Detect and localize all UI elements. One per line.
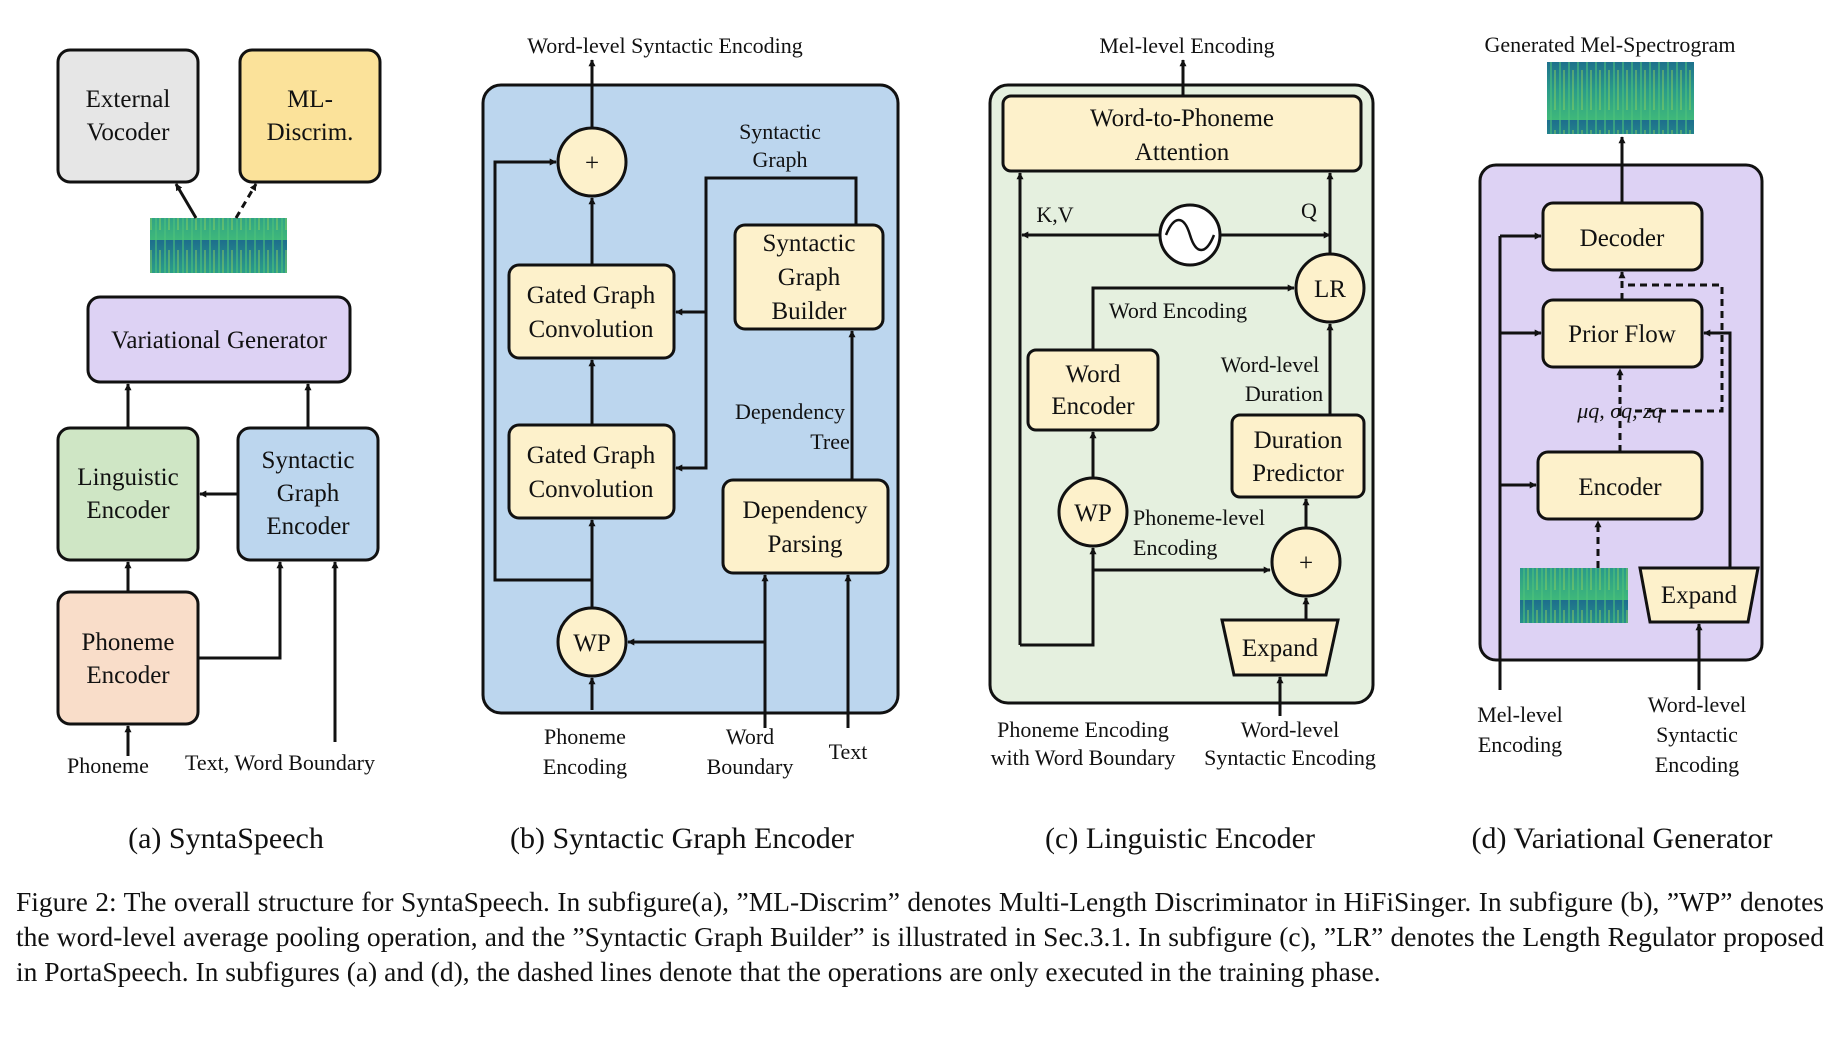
b-syntactic-graph-label-1: Syntactic [739, 119, 821, 144]
graph-builder-label-2: Graph [778, 264, 841, 291]
decoder-box [1541, 201, 1704, 272]
b-dependency-tree-label-1: Dependency [735, 399, 845, 424]
c-duration-label-1: Word-level [1221, 352, 1319, 377]
prior-flow-label: Prior Flow [1568, 321, 1676, 348]
c-word-encoding-label: Word Encoding [1109, 298, 1247, 323]
lr-node [1294, 252, 1366, 324]
graph-builder-box [733, 223, 885, 331]
c-q-label: Q [1301, 198, 1317, 223]
spectrogram-a [150, 218, 287, 273]
linguistic-encoder-label-2: Encoder [86, 497, 170, 524]
sge-label-2: Graph [277, 480, 340, 507]
c-kv-label: K,V [1036, 202, 1073, 227]
c-input-phoneme-1: Phoneme Encoding [997, 717, 1169, 742]
variational-generator-box [86, 295, 352, 384]
linguistic-encoder-label-1: Linguistic [77, 464, 178, 491]
d-output-label: Generated Mel-Spectrogram [1484, 32, 1735, 57]
syntaspeech-diagram: External Vocoder ML- Discrim. Variationa… [56, 32, 1773, 855]
b-wp-label: WP [573, 630, 611, 657]
b-input-phoneme-1: Phoneme [544, 724, 626, 749]
subfigure-b: Word-level Syntactic Encoding + Syntacti… [481, 33, 900, 855]
phoneme-encoder-label-1: Phoneme [81, 629, 174, 656]
c-input-syntactic-1: Word-level [1241, 717, 1339, 742]
c-duration-label-2: Duration [1245, 381, 1323, 406]
figure-caption: Figure 2: The overall structure for Synt… [16, 886, 1824, 987]
external-vocoder-box [56, 48, 200, 184]
sge-label-1: Syntactic [261, 447, 354, 474]
word-encoder-label-1: Word [1066, 361, 1121, 388]
caption-b: (b) Syntactic Graph Encoder [510, 822, 854, 855]
word-encoder-box [1026, 348, 1160, 432]
c-wp-label: WP [1074, 500, 1112, 527]
b-plus-symbol: + [585, 150, 599, 177]
c-plus-symbol: + [1299, 550, 1313, 577]
ml-discrim-box [238, 48, 382, 184]
c-phoneme-level-label-2: Encoding [1133, 535, 1217, 560]
ml-discrim-label-2: Discrim. [267, 119, 354, 146]
attention-label-2: Attention [1135, 139, 1230, 166]
ggc-top-box [507, 263, 676, 360]
b-plus-node [556, 126, 628, 198]
duration-predictor-label-2: Predictor [1252, 460, 1344, 487]
caption-a: (a) SyntaSpeech [128, 822, 324, 855]
ggc-bottom-label-2: Convolution [528, 476, 654, 503]
duration-predictor-label-1: Duration [1254, 427, 1343, 454]
graph-builder-label-3: Builder [772, 298, 848, 325]
d-input-syntactic-3: Encoding [1655, 752, 1739, 777]
phoneme-encoder-box [56, 590, 200, 726]
d-input-syntactic-1: Word-level [1648, 692, 1746, 717]
spectrogram-d-input [1520, 568, 1628, 623]
dependency-parsing-label-2: Parsing [768, 531, 844, 558]
caption-d: (d) Variational Generator [1472, 822, 1773, 855]
d-input-mel-2: Encoding [1478, 732, 1562, 757]
c-expand-trapezoid [1220, 618, 1340, 677]
input-phoneme: Phoneme [67, 753, 149, 778]
decoder-label: Decoder [1580, 225, 1665, 252]
graph-builder-label-1: Syntactic [762, 230, 855, 257]
ggc-bottom-label-1: Gated Graph [527, 442, 656, 469]
subfigure-c: Mel-level Encoding Word-to-Phoneme Atten… [988, 33, 1376, 855]
c-expand-label: Expand [1242, 635, 1319, 662]
spectrogram-d-output [1547, 62, 1694, 134]
b-input-word-2: Boundary [707, 754, 794, 779]
word-encoder-label-2: Encoder [1051, 393, 1135, 420]
input-text-word-boundary: Text, Word Boundary [185, 750, 375, 775]
b-input-text: Text [829, 739, 868, 764]
ggc-top-label-2: Convolution [528, 316, 654, 343]
lr-label: LR [1314, 276, 1346, 303]
variational-generator-label: Variational Generator [111, 327, 328, 354]
c-input-syntactic-2: Syntactic Encoding [1204, 745, 1376, 770]
d-expand-trapezoid [1638, 566, 1760, 624]
caption-c: (c) Linguistic Encoder [1045, 822, 1315, 855]
linguistic-encoder-box [56, 426, 200, 562]
subfigure-d: Generated Mel-Spectrogram Decoder Prior … [1472, 32, 1773, 855]
b-input-word-1: Word [726, 724, 774, 749]
external-vocoder-label-2: Vocoder [87, 119, 171, 146]
b-output-label: Word-level Syntactic Encoding [527, 33, 803, 58]
duration-predictor-box [1230, 413, 1366, 499]
c-input-phoneme-2: with Word Boundary [991, 745, 1176, 770]
b-dependency-tree-label-2: Tree [810, 429, 850, 454]
b-input-phoneme-2: Encoding [543, 754, 627, 779]
d-encoder-label: Encoder [1578, 474, 1662, 501]
ml-discrim-label-1: ML- [287, 86, 333, 113]
phoneme-encoder-label-2: Encoder [86, 662, 170, 689]
c-output-label: Mel-level Encoding [1099, 33, 1274, 58]
sge-label-3: Encoder [266, 513, 350, 540]
dependency-parsing-label-1: Dependency [743, 497, 868, 524]
b-syntactic-graph-label-2: Graph [753, 147, 808, 172]
d-input-syntactic-2: Syntactic [1656, 722, 1738, 747]
ggc-bottom-box [507, 423, 676, 520]
ggc-top-label-1: Gated Graph [527, 282, 656, 309]
d-expand-label: Expand [1661, 582, 1738, 609]
attention-label-1: Word-to-Phoneme [1090, 105, 1274, 132]
attention-box [1001, 94, 1363, 173]
dependency-parsing-box [721, 478, 890, 575]
subfigure-a: External Vocoder ML- Discrim. Variationa… [56, 48, 382, 855]
external-vocoder-label-1: External [86, 86, 171, 113]
d-input-mel-1: Mel-level [1477, 702, 1563, 727]
c-phoneme-level-label-1: Phoneme-level [1133, 505, 1265, 530]
